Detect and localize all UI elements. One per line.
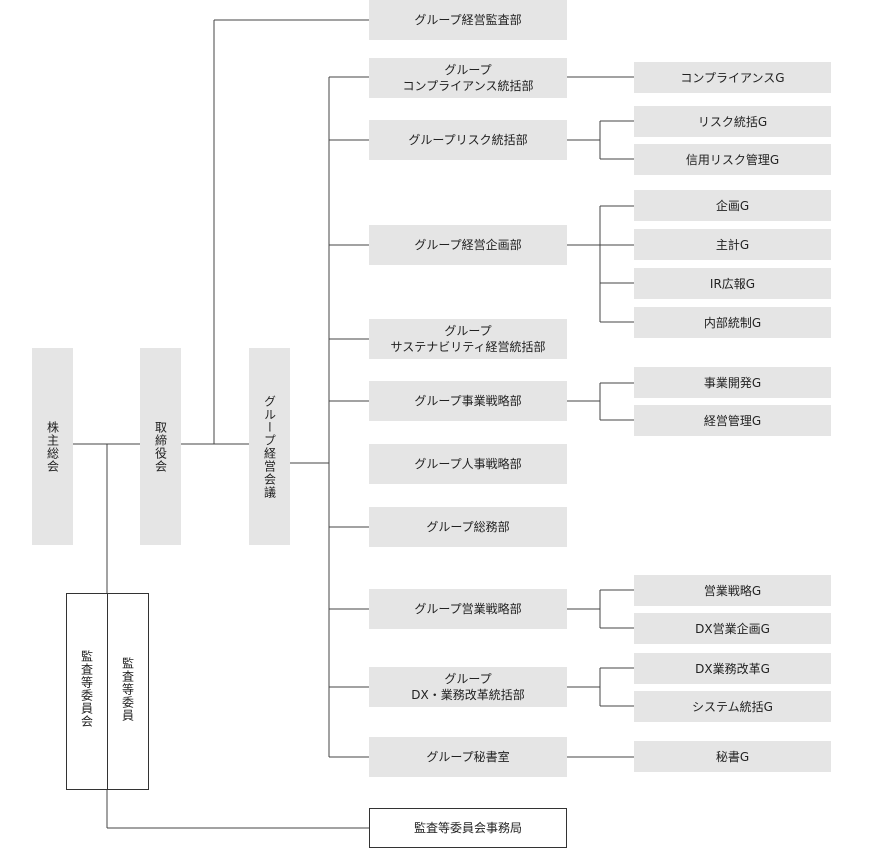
group-accounting: 主計G [634, 229, 831, 260]
group-management-label: 経営管理G [703, 413, 762, 428]
group-internal-control-label: 内部統制G [703, 315, 762, 330]
dept-group-general-affairs: グループ総務部 [369, 507, 567, 547]
dept-group-secretariat-label: グループ秘書室 [426, 750, 510, 764]
group-business-dev-label: 事業開発G [703, 375, 762, 390]
dept-group-dx: グループ DX・業務改革統括部 [369, 667, 567, 707]
group-credit-risk-label: 信用リスク管理G [685, 152, 780, 167]
group-planning-label: 企画G [715, 198, 750, 213]
group-management-council-node: グループ経営会議 [249, 348, 290, 545]
group-management-council-label: グループ経営会議 [262, 394, 277, 499]
dept-group-hr-strategy: グループ人事戦略部 [369, 444, 567, 484]
dept-group-dx-label: グループ DX・業務改革統括部 [411, 672, 525, 702]
group-dx-reform-label: DX業務改革G [695, 661, 770, 676]
dept-group-sustainability-label: グループ サステナビリティ経営統括部 [390, 324, 546, 354]
group-compliance: コンプライアンスG [634, 62, 831, 93]
group-credit-risk: 信用リスク管理G [634, 144, 831, 175]
group-risk-control: リスク統括G [634, 106, 831, 137]
audit-committee-label: 監査等委員会 [79, 650, 94, 728]
board-of-directors-node: 取締役会 [140, 348, 181, 545]
dept-group-audit: グループ経営監査部 [369, 0, 567, 40]
dept-group-sales-strategy-label: グループ営業戦略部 [414, 602, 522, 616]
group-business-dev: 事業開発G [634, 367, 831, 398]
group-dx-reform: DX業務改革G [634, 653, 831, 684]
group-ir: IR広報G [634, 268, 831, 299]
group-management: 経営管理G [634, 405, 831, 436]
group-secretary: 秘書G [634, 741, 831, 772]
audit-committee-node: 監査等委員会 監査等委員 [66, 593, 149, 790]
group-system: システム統括G [634, 691, 831, 722]
group-sales-strategy: 営業戦略G [634, 575, 831, 606]
group-sales-strategy-label: 営業戦略G [703, 583, 762, 598]
group-accounting-label: 主計G [715, 237, 750, 252]
dept-group-business-strategy-label: グループ事業戦略部 [414, 394, 522, 408]
group-risk-control-label: リスク統括G [697, 114, 768, 129]
dept-audit-committee-office-label: 監査等委員会事務局 [413, 821, 522, 835]
dept-group-sales-strategy: グループ営業戦略部 [369, 589, 567, 629]
dept-group-compliance-label: グループ コンプライアンス統括部 [402, 63, 534, 93]
dept-group-audit-label: グループ経営監査部 [414, 13, 522, 27]
group-compliance-label: コンプライアンスG [680, 70, 785, 85]
dept-group-hr-strategy-label: グループ人事戦略部 [414, 457, 522, 471]
group-secretary-label: 秘書G [715, 749, 750, 764]
shareholders-meeting-label: 株主総会 [45, 420, 60, 473]
dept-group-risk: グループリスク統括部 [369, 120, 567, 160]
group-planning: 企画G [634, 190, 831, 221]
group-internal-control: 内部統制G [634, 307, 831, 338]
dept-group-business-strategy: グループ事業戦略部 [369, 381, 567, 421]
dept-group-planning: グループ経営企画部 [369, 225, 567, 265]
board-of-directors-label: 取締役会 [153, 420, 168, 473]
shareholders-meeting-node: 株主総会 [32, 348, 73, 545]
audit-committee-divider [107, 594, 108, 789]
dept-group-risk-label: グループリスク統括部 [408, 133, 528, 147]
group-dx-sales-planning: DX営業企画G [634, 613, 831, 644]
group-ir-label: IR広報G [709, 276, 756, 291]
dept-group-sustainability: グループ サステナビリティ経営統括部 [369, 319, 567, 359]
dept-group-secretariat: グループ秘書室 [369, 737, 567, 777]
dept-audit-committee-office: 監査等委員会事務局 [369, 808, 567, 848]
dept-group-planning-label: グループ経営企画部 [414, 238, 522, 252]
group-dx-sales-planning-label: DX営業企画G [695, 621, 770, 636]
dept-group-general-affairs-label: グループ総務部 [426, 520, 510, 534]
audit-committee-member-label: 監査等委員 [120, 657, 135, 722]
group-system-label: システム統括G [692, 699, 773, 714]
dept-group-compliance: グループ コンプライアンス統括部 [369, 58, 567, 98]
